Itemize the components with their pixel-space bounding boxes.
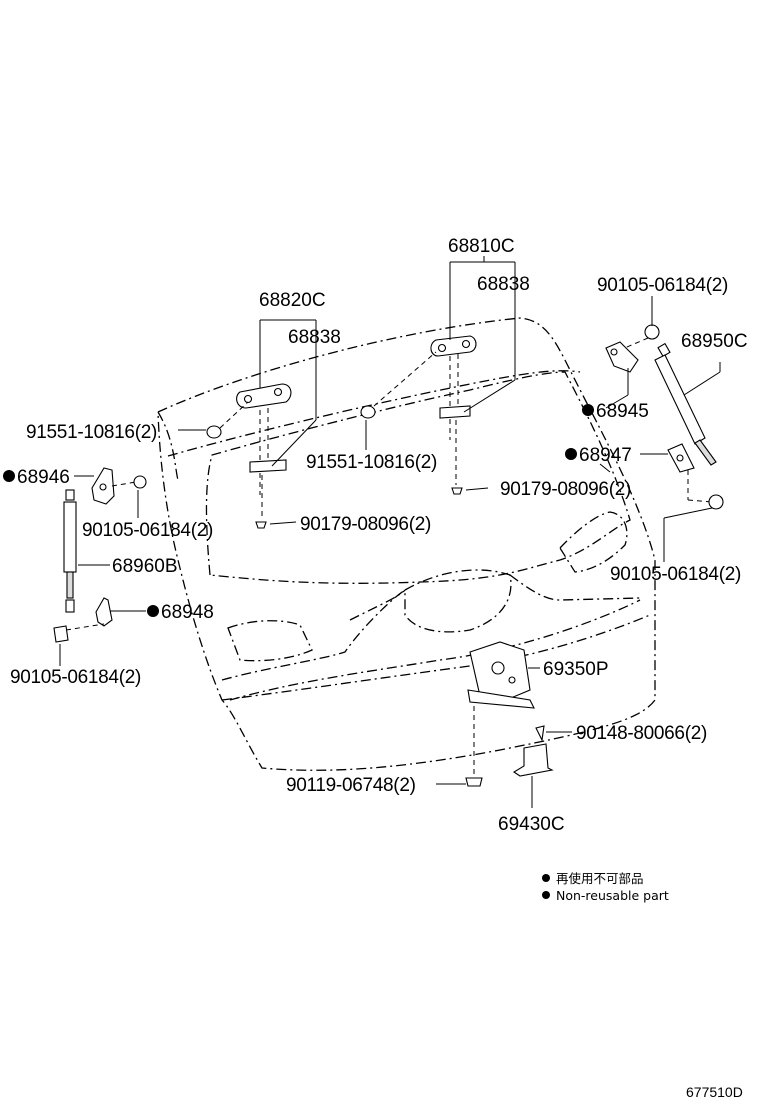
label-90105-top: 90105-06184(2)	[597, 275, 728, 296]
label-91551-mid: 91551-10816(2)	[306, 452, 437, 473]
label-68948: 68948	[161, 602, 214, 623]
label-69430C: 69430C	[498, 814, 565, 835]
label-68946: 68946	[17, 467, 70, 488]
label-90148: 90148-80066(2)	[576, 723, 707, 744]
label-69350P: 69350P	[543, 659, 609, 680]
label-68838-left: 68838	[288, 327, 341, 348]
label-68820C: 68820C	[259, 290, 326, 311]
damper-stay-right	[605, 324, 724, 510]
leader-lines	[59, 256, 721, 808]
clip-90179-left	[255, 521, 267, 529]
back-door-outline	[157, 317, 656, 771]
label-68838-right: 68838	[477, 274, 530, 295]
lock-assembly	[465, 641, 535, 787]
legend-text-en: Non-reusable part	[556, 888, 669, 903]
label-68960B: 68960B	[112, 556, 178, 577]
damper-stay-left	[53, 467, 147, 643]
marker-68947	[565, 448, 577, 460]
label-90179-left: 90179-08096(2)	[300, 514, 431, 535]
hinge-left	[236, 383, 292, 520]
label-68947: 68947	[579, 445, 632, 466]
part-labels: 68810C 68838 68820C 68838 90105-06184(2)…	[10, 236, 748, 835]
hinge-right	[430, 335, 477, 485]
legend: 再使用不可部品 Non-reusable part	[556, 871, 669, 903]
diagram-code: 677510D	[686, 1084, 743, 1100]
bolt-91551-mid	[360, 351, 437, 419]
label-90105-right: 90105-06184(2)	[610, 564, 741, 585]
legend-marker-en	[542, 891, 550, 899]
label-91551-left: 91551-10816(2)	[26, 422, 157, 443]
label-68810C: 68810C	[448, 236, 515, 257]
label-68945: 68945	[596, 401, 649, 422]
marker-68946	[3, 470, 15, 482]
non-reusable-markers	[3, 404, 594, 899]
legend-text-jp: 再使用不可部品	[556, 871, 644, 886]
striker	[512, 725, 554, 777]
label-90119: 90119-06748(2)	[286, 775, 416, 796]
label-90105-bottom: 90105-06184(2)	[10, 667, 141, 688]
bolt-91551-left	[206, 401, 249, 439]
marker-68948	[147, 605, 159, 617]
legend-marker-jp	[542, 874, 550, 882]
marker-68945	[582, 404, 594, 416]
label-68950C: 68950C	[681, 331, 748, 352]
label-90105-left: 90105-06184(2)	[82, 520, 213, 541]
clip-90179-right	[451, 487, 463, 495]
label-90179-right: 90179-08096(2)	[500, 479, 631, 500]
